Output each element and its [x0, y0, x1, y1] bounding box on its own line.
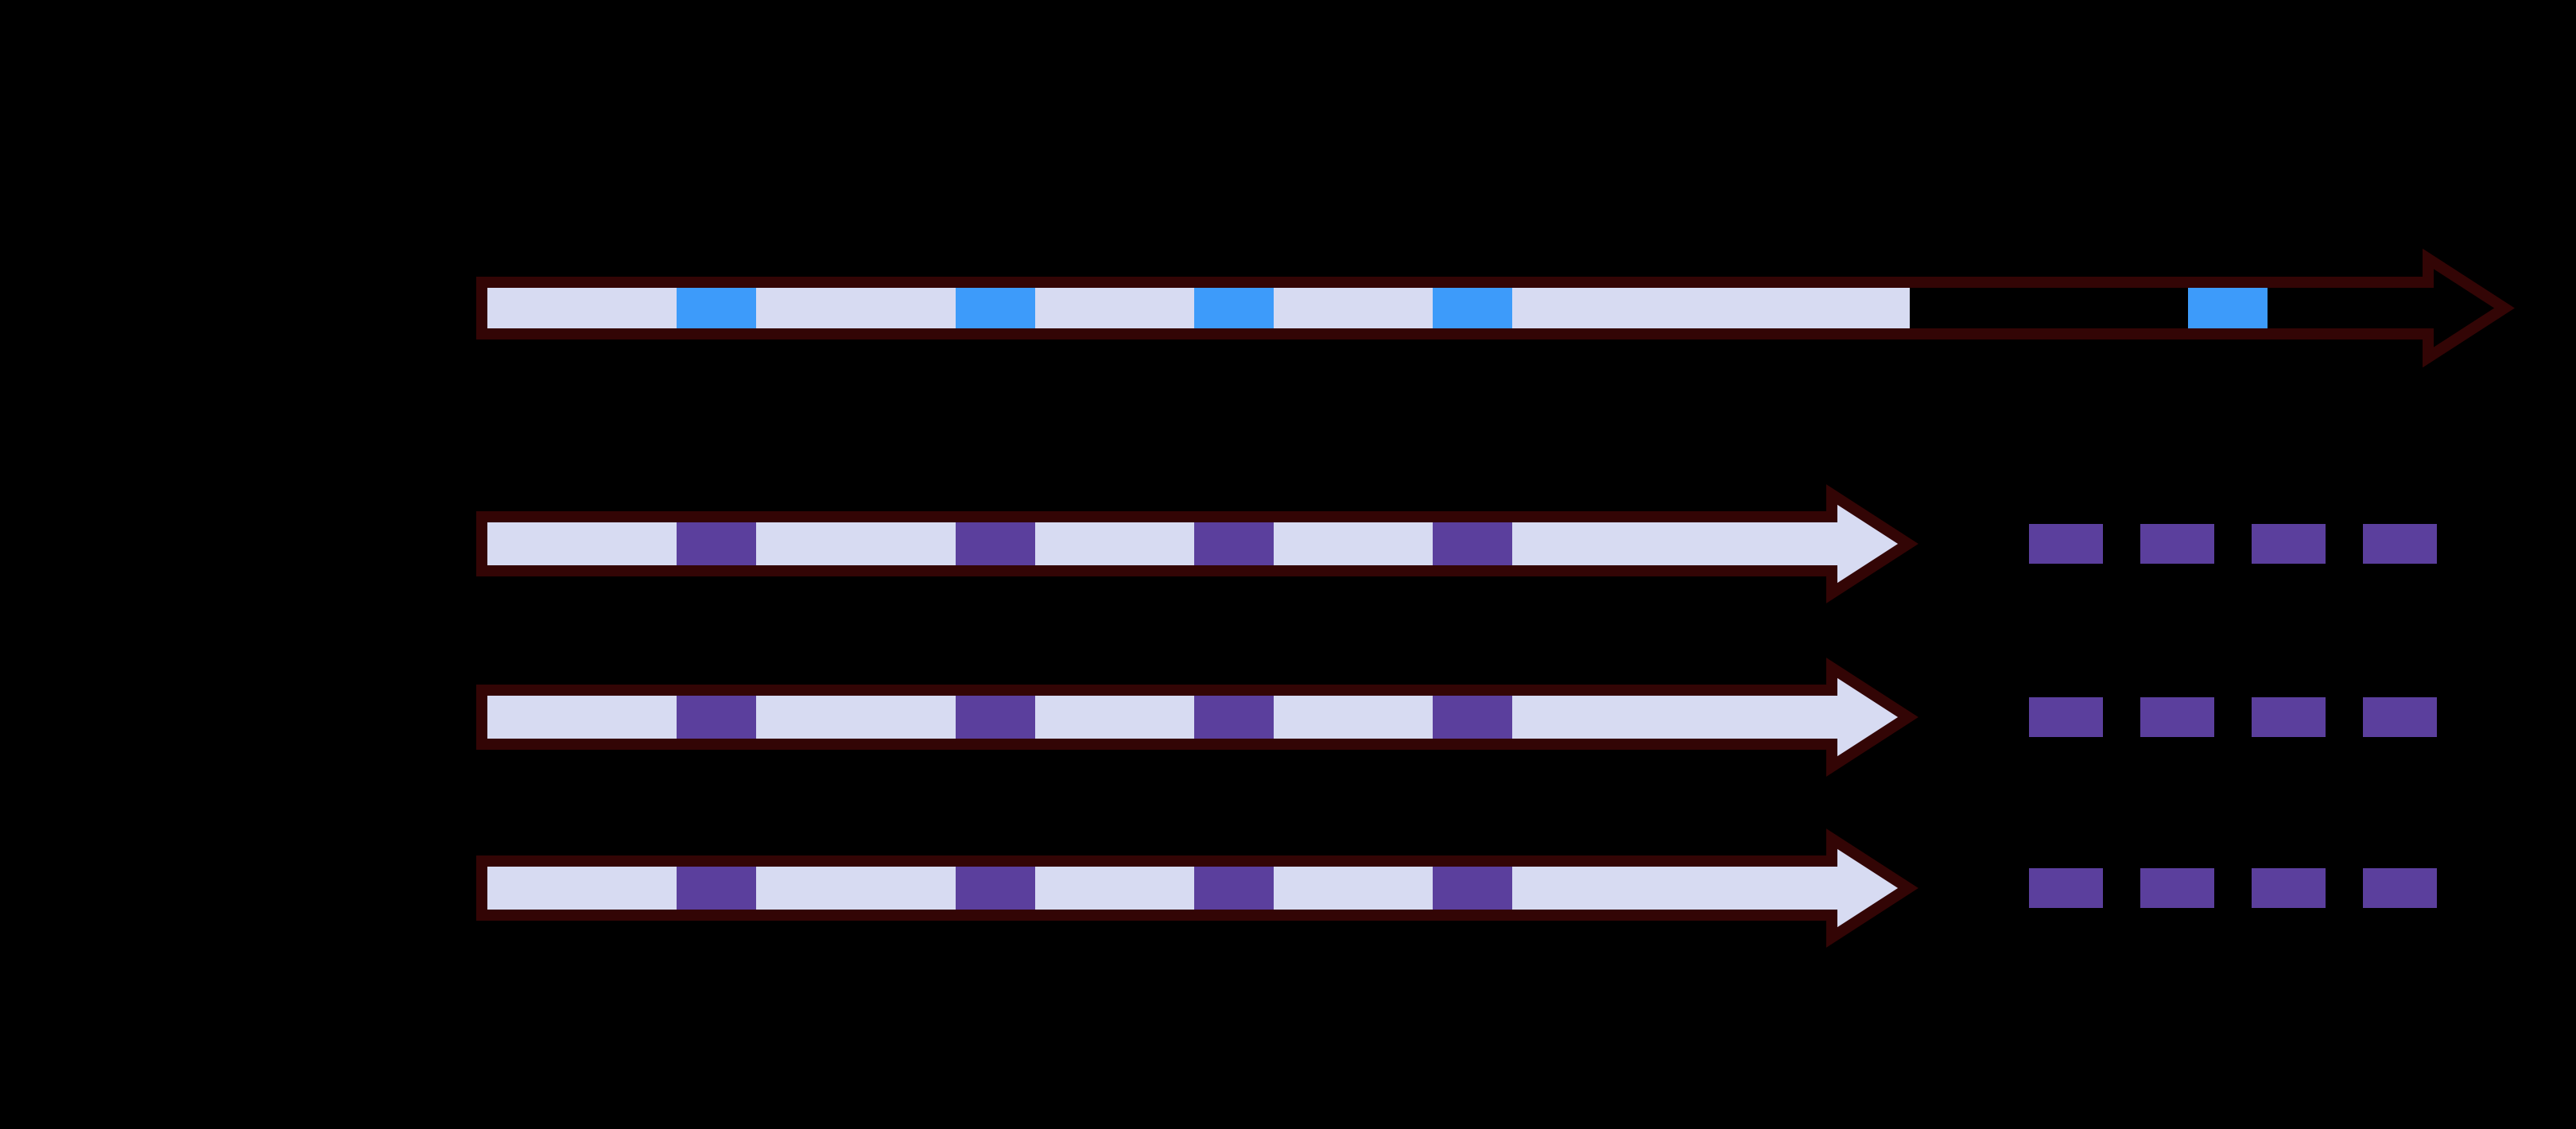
interval-block-1[interactable]: [677, 690, 756, 744]
arrow-outline: [476, 484, 1918, 603]
interval-block-3[interactable]: [1194, 690, 1274, 744]
trailing-square-2[interactable]: [2140, 524, 2214, 564]
interval-block-3[interactable]: [1194, 282, 1274, 334]
arrow-body-group: [482, 839, 1908, 937]
timeline-arrow-1: [476, 248, 2515, 368]
interval-block-4[interactable]: [1433, 517, 1512, 571]
arrow-body-group: [482, 668, 1908, 766]
timeline-arrow-3: [476, 658, 1918, 777]
interval-block-3[interactable]: [1194, 861, 1274, 915]
arrow-outline: [476, 828, 1918, 948]
trailing-square-1[interactable]: [2029, 697, 2103, 737]
interval-block-1[interactable]: [677, 861, 756, 915]
timeline-arrow-4: [476, 828, 1918, 948]
trailing-square-4[interactable]: [2363, 524, 2437, 564]
trailing-square-3[interactable]: [2252, 697, 2326, 737]
trailing-square-2[interactable]: [2140, 868, 2214, 908]
interval-block-4[interactable]: [1433, 282, 1512, 334]
trailing-square-3[interactable]: [2252, 524, 2326, 564]
interval-block-2[interactable]: [956, 861, 1035, 915]
trailing-square-1[interactable]: [2029, 868, 2103, 908]
interval-block-2[interactable]: [956, 282, 1035, 334]
interval-block-3[interactable]: [1194, 517, 1274, 571]
interval-block-2[interactable]: [956, 517, 1035, 571]
arrow-body-group: [482, 495, 1908, 593]
interval-block-4[interactable]: [1433, 690, 1512, 744]
trailing-square-4[interactable]: [2363, 868, 2437, 908]
trailing-interval-block-1[interactable]: [2188, 282, 2268, 334]
interval-block-1[interactable]: [677, 517, 756, 571]
interval-block-1[interactable]: [677, 282, 756, 334]
interval-block-4[interactable]: [1433, 861, 1512, 915]
arrow-outline: [476, 248, 2515, 368]
arrow-body-group: [482, 282, 2268, 334]
trailing-square-4[interactable]: [2363, 697, 2437, 737]
trailing-square-3[interactable]: [2252, 868, 2326, 908]
trailing-square-2[interactable]: [2140, 697, 2214, 737]
trailing-square-1[interactable]: [2029, 524, 2103, 564]
arrow-outline: [476, 658, 1918, 777]
timeline-arrow-2: [476, 484, 1918, 603]
interval-block-2[interactable]: [956, 690, 1035, 744]
